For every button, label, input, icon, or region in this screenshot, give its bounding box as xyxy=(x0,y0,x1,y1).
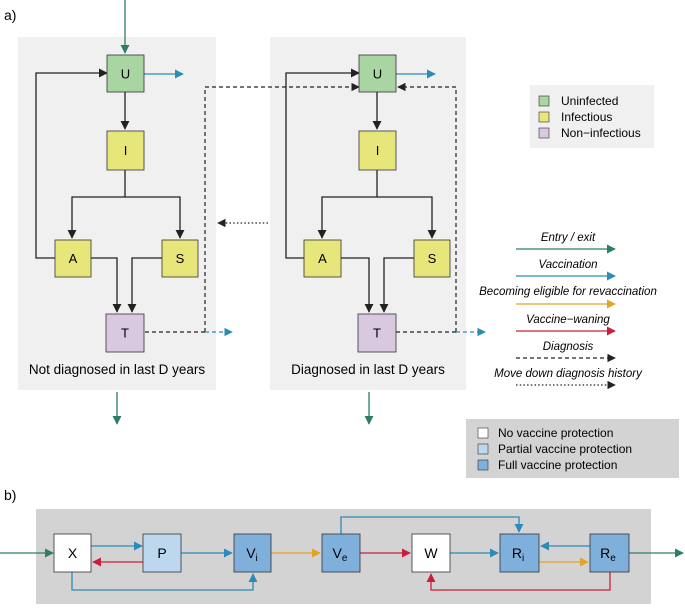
status-legend: Uninfected Infectious Non−infectious xyxy=(530,85,654,148)
panel-b-label: b) xyxy=(4,487,16,503)
arrow-legend: Entry / exit Vaccination Becoming eligib… xyxy=(479,232,657,390)
node-main: R xyxy=(600,545,610,561)
legend-no-protection-label: No vaccine protection xyxy=(498,426,613,440)
swatch-partial-protection xyxy=(477,443,489,455)
node-A-left: A xyxy=(54,239,92,278)
panel-b-flows xyxy=(0,516,684,591)
legend-vaccination-label: Vaccination xyxy=(538,259,597,271)
swatch-uninfected xyxy=(538,95,550,107)
node-label: A xyxy=(318,251,327,266)
right-group-caption: Diagnosed in last D years xyxy=(291,362,445,377)
node-label: U xyxy=(373,67,382,82)
node-I-right: I xyxy=(358,130,397,171)
node-I-left: I xyxy=(106,130,145,171)
node-label: S xyxy=(176,251,185,266)
node-label: Vi xyxy=(246,545,258,564)
node-U-left: U xyxy=(106,54,145,93)
panel-a-label: a) xyxy=(4,7,16,23)
node-label: U xyxy=(121,67,130,82)
diagnosis-flows xyxy=(145,82,360,333)
node-Ve: Ve xyxy=(321,533,361,573)
node-subscript: e xyxy=(342,553,348,564)
node-label: T xyxy=(121,326,129,341)
node-subscript: e xyxy=(610,553,616,564)
node-label: P xyxy=(157,545,166,561)
legend-move-down-label: Move down diagnosis history xyxy=(494,368,643,380)
legend-diagnosis-label: Diagnosis xyxy=(543,341,594,353)
left-group-caption: Not diagnosed in last D years xyxy=(29,362,206,377)
node-subscript: i xyxy=(256,553,258,564)
node-W: W xyxy=(411,533,451,573)
node-U-right: U xyxy=(358,54,397,93)
legend-full-protection-label: Full vaccine protection xyxy=(498,458,617,472)
legend-infectious-label: Infectious xyxy=(561,110,612,124)
swatch-no-protection xyxy=(477,427,489,439)
node-main: V xyxy=(333,545,343,561)
swatch-infectious xyxy=(538,111,550,123)
node-label: I xyxy=(124,143,128,158)
node-T-left: T xyxy=(105,313,145,353)
node-label: W xyxy=(424,545,438,561)
swatch-noninfectious xyxy=(538,127,550,139)
node-label: Ri xyxy=(512,545,524,564)
left-group-flows xyxy=(35,68,185,313)
swatch-full-protection xyxy=(477,459,489,471)
legend-noninfectious-label: Non−infectious xyxy=(561,126,641,140)
legend-waning-label: Vaccine−waning xyxy=(526,314,610,326)
node-P: P xyxy=(142,533,182,573)
protection-legend: No vaccine protection Partial vaccine pr… xyxy=(466,419,679,478)
node-main: V xyxy=(246,545,256,561)
node-label: S xyxy=(428,251,437,266)
right-group-flows xyxy=(285,68,437,313)
legend-entry-exit-label: Entry / exit xyxy=(541,232,596,244)
node-A-right: A xyxy=(303,239,342,278)
node-label: X xyxy=(68,545,78,561)
legend-partial-protection-label: Partial vaccine protection xyxy=(498,442,632,456)
node-label: Re xyxy=(600,545,616,564)
node-S-left: S xyxy=(161,239,199,278)
node-S-right: S xyxy=(413,239,451,278)
node-label: A xyxy=(69,251,78,266)
node-label: T xyxy=(373,326,381,341)
node-label: I xyxy=(376,143,380,158)
node-Re: Re xyxy=(589,533,630,573)
node-Vi: Vi xyxy=(233,533,272,573)
legend-uninfected-label: Uninfected xyxy=(561,94,618,108)
right-diagnosis-loop xyxy=(396,82,457,333)
node-Ri: Ri xyxy=(499,533,540,573)
legend-revaccination-label: Becoming eligible for revaccination xyxy=(479,286,657,298)
node-X: X xyxy=(53,533,92,573)
node-T-right: T xyxy=(357,313,397,353)
node-subscript: i xyxy=(522,553,524,564)
node-label: Ve xyxy=(333,545,348,564)
node-main: R xyxy=(512,545,522,561)
